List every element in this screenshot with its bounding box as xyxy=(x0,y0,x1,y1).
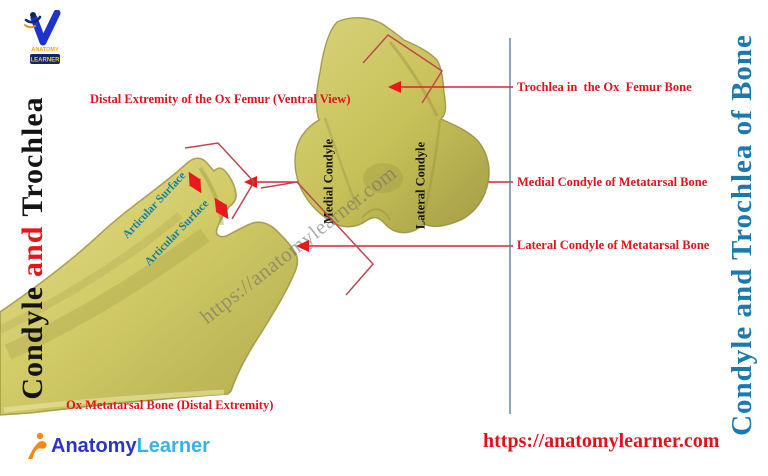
logo-anatomy-text: ANATOMY xyxy=(31,47,59,53)
metatarsal-caption: Ox Metatarsal Bone (Distal Extremity) xyxy=(66,398,274,412)
footer-brand: AnatomyLearner xyxy=(26,432,210,460)
callout-medial-condyle: Medial Condyle of Metatarsal Bone xyxy=(517,175,708,189)
femur-lateral-ridge xyxy=(422,119,442,216)
femur-medial-ridge xyxy=(323,117,360,211)
top-logo: ANATOMY LEARNER xyxy=(22,10,68,66)
medial-condyle-bracket xyxy=(184,142,255,220)
metatarsal-groove xyxy=(198,166,224,226)
callout-trochlea: Trochlea in the Ox Femur Bone xyxy=(517,80,692,94)
logo-learner-text: LEARNER xyxy=(30,58,60,64)
logo-accent xyxy=(24,24,36,29)
logo-learner-badge xyxy=(30,54,60,64)
metatarsal-highlight xyxy=(3,389,225,413)
metatarsal-shaft-shadow xyxy=(4,228,210,360)
lateral-condyle-bracket xyxy=(260,181,375,296)
articular-surface-arrow-1-icon xyxy=(188,171,202,194)
logo-v-icon xyxy=(30,10,61,46)
logo-figure-icon xyxy=(30,12,36,18)
logo-figure-arm xyxy=(24,15,42,24)
trochlea-arrowhead-icon xyxy=(388,81,401,93)
trochlea-outline-bracket xyxy=(362,34,444,104)
metatarsal-shaft-ridge xyxy=(0,211,183,334)
lateral-condyle-arrowhead-icon xyxy=(296,240,309,252)
footer-url-link[interactable]: https://anatomylearner.com xyxy=(483,430,720,452)
femur-caption: Distal Extremity of the Ox Femur (Ventra… xyxy=(90,92,351,106)
intercondylar-fossa-shade xyxy=(363,163,403,193)
metatarsal-bone-shape xyxy=(0,157,299,416)
femur-bone-shape xyxy=(294,17,490,234)
footer-figure-icon xyxy=(28,432,47,459)
articular-surface-arrow-2-icon xyxy=(214,197,229,220)
footer-brand-learner: Learner xyxy=(136,434,210,457)
medial-condyle-arrowhead-icon xyxy=(244,176,257,188)
callout-lateral-condyle: Lateral Condyle of Metatarsal Bone xyxy=(517,238,710,252)
footer-brand-anatomy: Anatomy xyxy=(51,434,137,457)
trochlear-groove-line xyxy=(388,41,439,117)
femur-notch-line xyxy=(361,208,391,221)
